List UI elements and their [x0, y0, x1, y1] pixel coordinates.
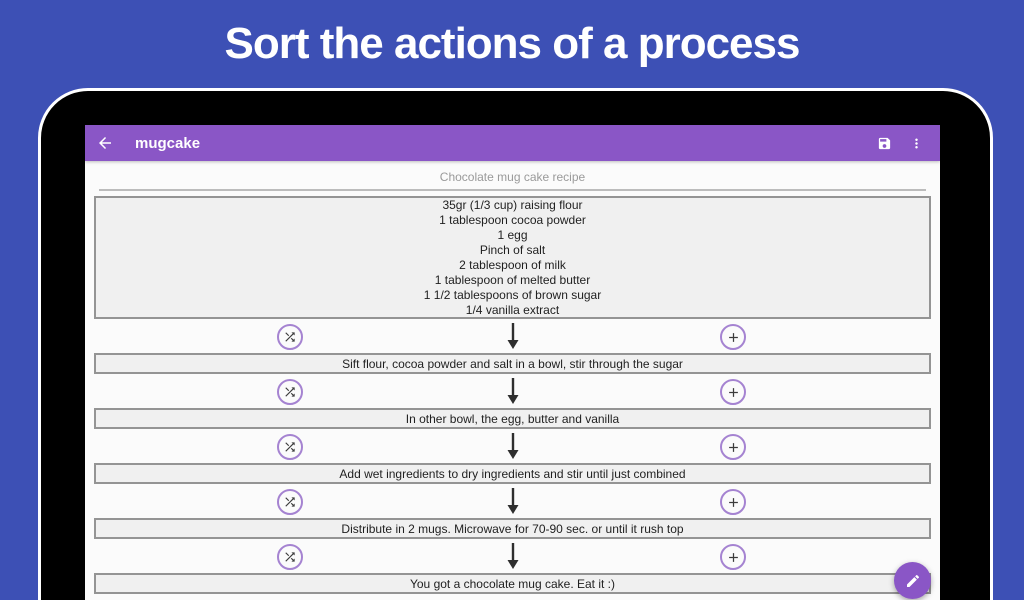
connector-row	[85, 374, 940, 408]
shuffle-icon	[283, 385, 297, 399]
arrow-down-icon	[505, 487, 521, 515]
connector-row	[85, 429, 940, 463]
promo-banner: Sort the actions of a process	[0, 0, 1024, 88]
ingredient-line: 35gr (1/3 cup) raising flour	[442, 197, 583, 212]
app-bar-title: mugcake	[135, 134, 201, 152]
swap-steps-button[interactable]	[277, 489, 303, 515]
app-bar: mugcake	[85, 125, 940, 161]
connector-row	[85, 484, 940, 518]
steps-flow: Sift flour, cocoa powder and salt in a b…	[85, 319, 940, 594]
process-title: Chocolate mug cake recipe	[439, 170, 586, 184]
swap-steps-button[interactable]	[277, 544, 303, 570]
shuffle-icon	[283, 495, 297, 509]
swap-steps-button[interactable]	[277, 379, 303, 405]
ingredient-line: 1 tablespoon of melted butter	[434, 272, 591, 287]
save-icon	[877, 136, 892, 151]
step-box[interactable]: You got a chocolate mug cake. Eat it :)	[94, 573, 931, 594]
add-step-button[interactable]	[720, 379, 746, 405]
connector-row	[85, 319, 940, 353]
connector-row	[85, 539, 940, 573]
add-step-button[interactable]	[720, 489, 746, 515]
title-divider	[99, 189, 926, 191]
arrow-down-icon	[505, 432, 521, 460]
process-content: Chocolate mug cake recipe 35gr (1/3 cup)…	[85, 170, 940, 594]
add-step-button[interactable]	[720, 544, 746, 570]
swap-steps-button[interactable]	[277, 434, 303, 460]
overflow-menu-button[interactable]	[902, 129, 930, 157]
add-step-button[interactable]	[720, 434, 746, 460]
plus-icon	[726, 330, 741, 345]
step-box[interactable]: Add wet ingredients to dry ingredients a…	[94, 463, 931, 484]
save-button[interactable]	[870, 129, 898, 157]
plus-icon	[726, 495, 741, 510]
ingredient-line: Pinch of salt	[479, 242, 546, 257]
plus-icon	[726, 550, 741, 565]
arrow-down-icon	[505, 542, 521, 570]
overflow-menu-icon	[909, 136, 924, 151]
step-box[interactable]: In other bowl, the egg, butter and vanil…	[94, 408, 931, 429]
arrow-down-icon	[505, 322, 521, 350]
ingredient-line: 1 1/2 tablespoons of brown sugar	[423, 287, 602, 302]
banner-title: Sort the actions of a process	[224, 19, 801, 68]
ingredient-line: 1/4 vanilla extract	[465, 302, 560, 317]
plus-icon	[726, 385, 741, 400]
ingredient-line: 2 tablespoon of milk	[459, 257, 566, 272]
ingredient-line: 1 egg	[497, 227, 528, 242]
plus-icon	[726, 440, 741, 455]
add-step-button[interactable]	[720, 324, 746, 350]
ingredient-line: 1 tablespoon cocoa powder	[439, 212, 586, 227]
edit-fab[interactable]	[894, 562, 931, 599]
shuffle-icon	[283, 550, 297, 564]
arrow-left-icon	[96, 134, 114, 152]
back-button[interactable]	[91, 129, 119, 157]
tablet-screen: mugcake Chocolate mug cake recipe 35gr (…	[85, 125, 940, 600]
step-box[interactable]: Distribute in 2 mugs. Microwave for 70-9…	[94, 518, 931, 539]
tablet-frame: mugcake Chocolate mug cake recipe 35gr (…	[38, 88, 993, 600]
shuffle-icon	[283, 440, 297, 454]
shuffle-icon	[283, 330, 297, 344]
pencil-icon	[905, 573, 921, 589]
swap-steps-button[interactable]	[277, 324, 303, 350]
step-box[interactable]: Sift flour, cocoa powder and salt in a b…	[94, 353, 931, 374]
arrow-down-icon	[505, 377, 521, 405]
